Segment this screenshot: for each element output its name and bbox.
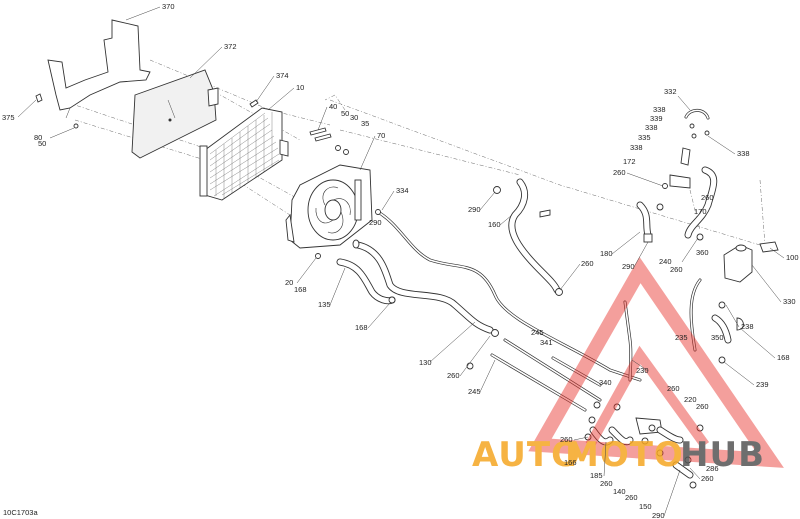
callout-260: 260: [560, 435, 573, 444]
callout-100: 100: [786, 253, 799, 262]
callout-339: 339: [650, 114, 663, 123]
air-guide-panel-372[interactable]: [131, 69, 219, 159]
callout-230: 230: [636, 366, 649, 375]
callout-20: 20: [285, 278, 293, 287]
callout-220: 220: [684, 395, 697, 404]
overflow-tube-334[interactable]: [375, 209, 642, 382]
callout-238: 238: [741, 322, 754, 331]
callout-260: 260: [696, 402, 709, 411]
hose-135[interactable]: [336, 258, 396, 305]
callout-150: 150: [639, 502, 652, 511]
pipes-245[interactable]: [490, 338, 621, 412]
callout-375: 375: [2, 113, 15, 122]
callout-168: 168: [294, 285, 307, 294]
callout-260: 260: [613, 168, 626, 177]
hose-332[interactable]: [662, 108, 710, 189]
callout-80: 80: [34, 133, 42, 142]
leader-lines: [17, 6, 785, 517]
callout-185: 185: [590, 471, 603, 480]
watermark-text-auto: AUTO: [472, 435, 581, 475]
callout-335: 335: [638, 133, 651, 142]
callout-374: 374: [276, 71, 289, 80]
coolant-reservoir-330[interactable]: [723, 241, 779, 283]
callout-245: 245: [468, 387, 481, 396]
callout-332: 332: [664, 87, 677, 96]
callout-350: 350: [711, 333, 724, 342]
callout-338: 338: [653, 105, 666, 114]
callout-260: 260: [600, 479, 613, 488]
callout-160: 160: [488, 220, 501, 229]
callout-338: 338: [737, 149, 750, 158]
deflector-bracket-370[interactable]: [47, 19, 151, 119]
callout-330: 330: [783, 297, 796, 306]
callout-260: 260: [670, 265, 683, 274]
fan-assembly-70[interactable]: [285, 164, 373, 249]
callout-290: 290: [369, 218, 382, 227]
callout-239: 239: [756, 380, 769, 389]
callout-341: 341: [540, 338, 553, 347]
callout-286: 286: [706, 464, 719, 473]
callout-260: 260: [447, 371, 460, 380]
radiator-10[interactable]: [199, 107, 289, 201]
hose-350[interactable]: [711, 301, 744, 364]
callout-260: 260: [581, 259, 594, 268]
callout-50: 50: [341, 109, 349, 118]
callout-245: 245: [531, 328, 544, 337]
callout-172: 172: [623, 157, 636, 166]
drawing-code: 10C1703a: [3, 508, 38, 517]
callout-180: 180: [600, 249, 613, 258]
callout-166: 166: [564, 458, 577, 467]
callout-290: 290: [468, 205, 481, 214]
watermark-text-moto: MOTO: [565, 435, 684, 475]
hose-130[interactable]: [352, 239, 494, 334]
callout-360: 360: [696, 248, 709, 257]
callout-168: 168: [777, 353, 790, 362]
callout-260: 260: [625, 493, 638, 502]
hose-240[interactable]: [684, 166, 718, 241]
watermark: AUTO MOTO HUB: [472, 256, 784, 475]
callout-135: 135: [318, 300, 331, 309]
callout-240: 240: [659, 257, 672, 266]
callout-35: 35: [361, 119, 369, 128]
callout-334: 334: [396, 186, 409, 195]
callout-260: 260: [667, 384, 680, 393]
callout-140: 140: [613, 487, 626, 496]
callout-290: 290: [622, 262, 635, 271]
callout-40: 40: [329, 102, 337, 111]
callout-130: 130: [419, 358, 432, 367]
callout-260: 260: [701, 193, 714, 202]
lower-hose-cluster[interactable]: [584, 417, 704, 489]
hose-180[interactable]: [636, 201, 664, 243]
callout-290: 290: [652, 511, 665, 519]
callout-70: 70: [377, 131, 385, 140]
callout-50: 50: [38, 139, 46, 148]
tube-230[interactable]: [623, 300, 633, 382]
callout-372: 372: [224, 42, 237, 51]
tube-235[interactable]: [689, 278, 702, 352]
watermark-text-hub: HUB: [680, 435, 765, 475]
callout-170: 170: [694, 207, 707, 216]
callout-340: 340: [599, 378, 612, 387]
callout-30: 30: [350, 113, 358, 122]
callout-260: 260: [701, 474, 714, 483]
callout-235: 235: [675, 333, 688, 342]
callout-10: 10: [296, 83, 304, 92]
callout-370: 370: [162, 2, 175, 11]
callout-168: 168: [355, 323, 368, 332]
hose-160[interactable]: [493, 178, 563, 296]
callout-338: 338: [645, 123, 658, 132]
callout-338: 338: [630, 143, 643, 152]
